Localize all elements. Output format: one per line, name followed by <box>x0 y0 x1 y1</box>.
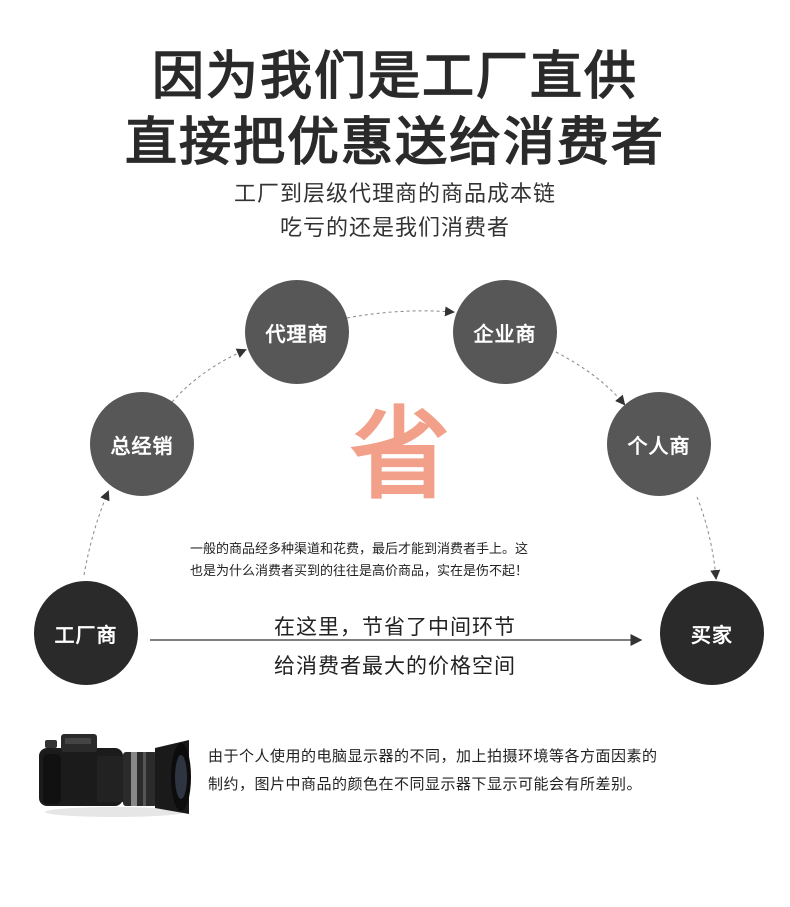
arrow-enterprise-to-individual <box>555 351 626 406</box>
arrow-factory-to-general <box>83 490 110 576</box>
node-buyer: 买家 <box>660 581 764 685</box>
disclaimer-line-2: 制约，图片中商品的颜色在不同显示器下显示可能会有所差别。 <box>208 775 643 793</box>
save-character: 省 <box>350 396 450 513</box>
note-line-1: 一般的商品经多种渠道和花费，最后才能到消费者手上。这 <box>190 542 529 557</box>
disclaimer-line-1: 由于个人使用的电脑显示器的不同，加上拍摄环境等各方面因素的 <box>208 747 658 765</box>
subhead-line-2: 吃亏的还是我们消费者 <box>279 216 510 241</box>
node-individual: 个人商 <box>607 392 711 496</box>
arrow-agent-to-enterprise <box>346 306 455 319</box>
headline-line-2: 直接把优惠送给消费者 <box>124 113 665 173</box>
node-enterprise: 企业商 <box>453 280 557 384</box>
headline-line-1: 因为我们是工厂直供 <box>151 47 638 107</box>
arrow-general-to-agent <box>171 348 247 403</box>
middle-line-1: 在这里，节省了中间环节 <box>274 615 516 639</box>
middle-line-2: 给消费者最大的价格空间 <box>274 654 516 678</box>
camera-icon <box>39 734 191 817</box>
arrow-individual-to-buyer <box>696 496 721 580</box>
node-factory: 工厂商 <box>34 581 138 685</box>
note-line-2: 也是为什么消费者买到的往往是高价商品，实在是伤不起！ <box>190 564 529 579</box>
node-general: 总经销 <box>90 392 194 496</box>
subhead-line-1: 工厂到层级代理商的商品成本链 <box>233 182 556 207</box>
node-agent: 代理商 <box>245 280 349 384</box>
